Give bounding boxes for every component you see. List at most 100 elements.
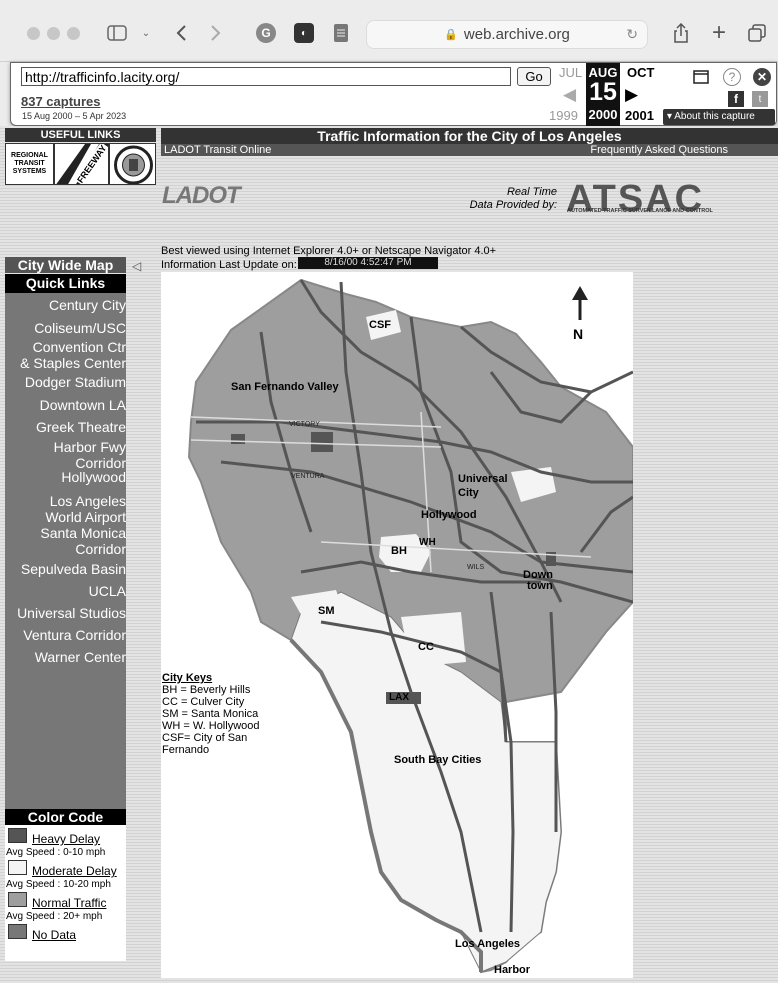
csf-label: CSF [369, 319, 391, 331]
quick-link-label: Los Angeles [49, 493, 126, 509]
legend-label[interactable]: No Data [32, 928, 77, 942]
csf-zone [366, 310, 401, 340]
regional-transit-logo[interactable]: REGIONAL TRANSIT SYSTEMS [5, 143, 54, 185]
best-viewed-note: Best viewed using Internet Explorer 4.0+… [161, 245, 497, 257]
city-key-item: Fernando [162, 744, 210, 756]
south-bay-label: South Bay Cities [394, 754, 481, 766]
surface-streets [190, 411, 592, 573]
freeway-logo[interactable]: FREEWAY [54, 143, 109, 185]
legend-label[interactable]: Heavy Delay [32, 832, 101, 846]
tab-overview-icon[interactable] [747, 23, 767, 43]
wayback-url-input[interactable]: http://trafficinfo.lacity.org/ [21, 67, 511, 86]
legend-swatch [8, 892, 27, 907]
sm-zone [291, 590, 346, 632]
city-wide-map-link[interactable]: City Wide Map [5, 257, 126, 273]
transit-link[interactable]: LADOT Transit Online [164, 144, 272, 156]
extension-icon[interactable]: ◐ [294, 23, 314, 43]
quick-link-item[interactable]: Hollywood [5, 469, 126, 485]
traffic-map[interactable]: N CSF San Fernando Valley VICTORY VENTUR… [161, 272, 633, 978]
quick-link-label: & Staples Center [20, 355, 126, 371]
quick-link-label: Sepulveda Basin [20, 561, 126, 577]
los-angeles-label: Los Angeles [455, 938, 520, 950]
help-icon[interactable]: ? [723, 68, 741, 86]
address-bar[interactable]: 🔒 web.archive.org ↻ [366, 20, 648, 49]
quick-link-item[interactable]: Warner Center [5, 649, 126, 665]
ladot-logo[interactable]: LADOT [162, 182, 241, 209]
quick-link-item[interactable]: Greek Theatre [5, 419, 126, 435]
zoom-window-button[interactable] [67, 27, 80, 40]
prev-capture-icon[interactable]: ◀ [563, 85, 577, 104]
sidebar-icon[interactable] [106, 24, 128, 42]
quick-link-item[interactable]: Downtown LA [5, 397, 126, 413]
forward-icon[interactable] [206, 22, 226, 44]
quick-link-item[interactable]: Ventura Corridor [5, 627, 126, 643]
quick-link-label: World Airport [45, 509, 126, 525]
freeways [196, 279, 633, 933]
browser-toolbar: ⌄ G ◐ 🔒 web.archive.org ↻ + [0, 0, 778, 62]
city-label: City [458, 487, 480, 499]
prev-year[interactable]: 1999 [549, 108, 578, 123]
current-page-arrow-icon: ◁ [132, 259, 142, 273]
city-key-item: SM = Santa Monica [162, 708, 259, 720]
legend-swatch [8, 828, 27, 843]
quick-link-item[interactable]: Dodger Stadium [5, 374, 126, 390]
bh-label: BH [391, 545, 407, 557]
last-update-label: Information Last Update on: [161, 259, 297, 271]
legend-label[interactable]: Normal Traffic [32, 896, 107, 910]
down-label: Down [523, 569, 553, 581]
about-capture-button[interactable]: ▾ About this capture [663, 109, 775, 125]
quick-link-label: Dodger Stadium [24, 374, 126, 390]
legend-label[interactable]: Moderate Delay [32, 864, 117, 878]
document-icon[interactable] [332, 23, 350, 43]
current-day: 15 [589, 78, 617, 106]
quick-link-label: Hollywood [61, 469, 126, 485]
city-key-item: WH = W. Hollywood [162, 720, 260, 732]
go-button[interactable]: Go [517, 67, 551, 86]
north-label: N [573, 326, 583, 342]
close-icon[interactable]: ✕ [753, 68, 771, 86]
city-seal-icon[interactable] [109, 143, 156, 185]
quick-link-item[interactable]: Sepulveda Basin [5, 561, 126, 577]
calendar-icon[interactable] [692, 69, 710, 85]
quick-link-item[interactable]: Coliseum/USC [5, 320, 126, 336]
facebook-icon[interactable]: f [728, 91, 744, 107]
grammarly-icon[interactable]: G [256, 23, 276, 43]
reload-icon[interactable]: ↻ [626, 26, 638, 42]
useful-links-header: USEFUL LINKS [5, 128, 156, 142]
quick-link-label: Santa Monica [40, 525, 126, 541]
capture-range: 15 Aug 2000 – 5 Apr 2023 [22, 111, 127, 121]
about-capture-label: About this capture [674, 111, 755, 122]
realtime-caption: Real Time Data Provided by: [455, 186, 557, 212]
share-icon[interactable] [671, 22, 691, 44]
minimize-window-button[interactable] [47, 27, 60, 40]
new-tab-icon[interactable]: + [711, 19, 726, 46]
quick-link-item[interactable]: UCLA [5, 583, 126, 599]
sfv-label: San Fernando Valley [231, 381, 339, 393]
faq-link[interactable]: Frequently Asked Questions [590, 144, 728, 156]
next-year[interactable]: 2001 [625, 108, 654, 123]
close-window-button[interactable] [27, 27, 40, 40]
quick-link-item[interactable]: Century City [5, 297, 126, 313]
chevron-down-icon[interactable]: ⌄ [141, 27, 151, 39]
next-month[interactable]: OCT [627, 65, 655, 80]
atsac-logo[interactable]: ATSAC [566, 178, 705, 220]
lock-icon: 🔒 [444, 29, 458, 41]
quick-link-item[interactable]: Universal Studios [5, 605, 126, 621]
quick-link-label: UCLA [88, 583, 126, 599]
captures-link[interactable]: 837 captures [21, 94, 101, 109]
back-icon[interactable] [171, 22, 191, 44]
heavy-block-3 [231, 434, 245, 444]
prev-month[interactable]: JUL [559, 65, 583, 80]
last-update-value: 8/16/00 4:52:47 PM [298, 257, 438, 269]
next-capture-icon[interactable]: ▶ [625, 85, 639, 104]
victory-label: VICTORY [289, 421, 320, 428]
current-capture: AUG 15 2000 [586, 63, 620, 126]
quick-link-item[interactable]: Convention Ctr& Staples Center [5, 339, 126, 371]
harbor-label: Harbor [494, 964, 531, 976]
twitter-icon[interactable]: t [752, 91, 768, 107]
universal-zone [511, 467, 556, 502]
